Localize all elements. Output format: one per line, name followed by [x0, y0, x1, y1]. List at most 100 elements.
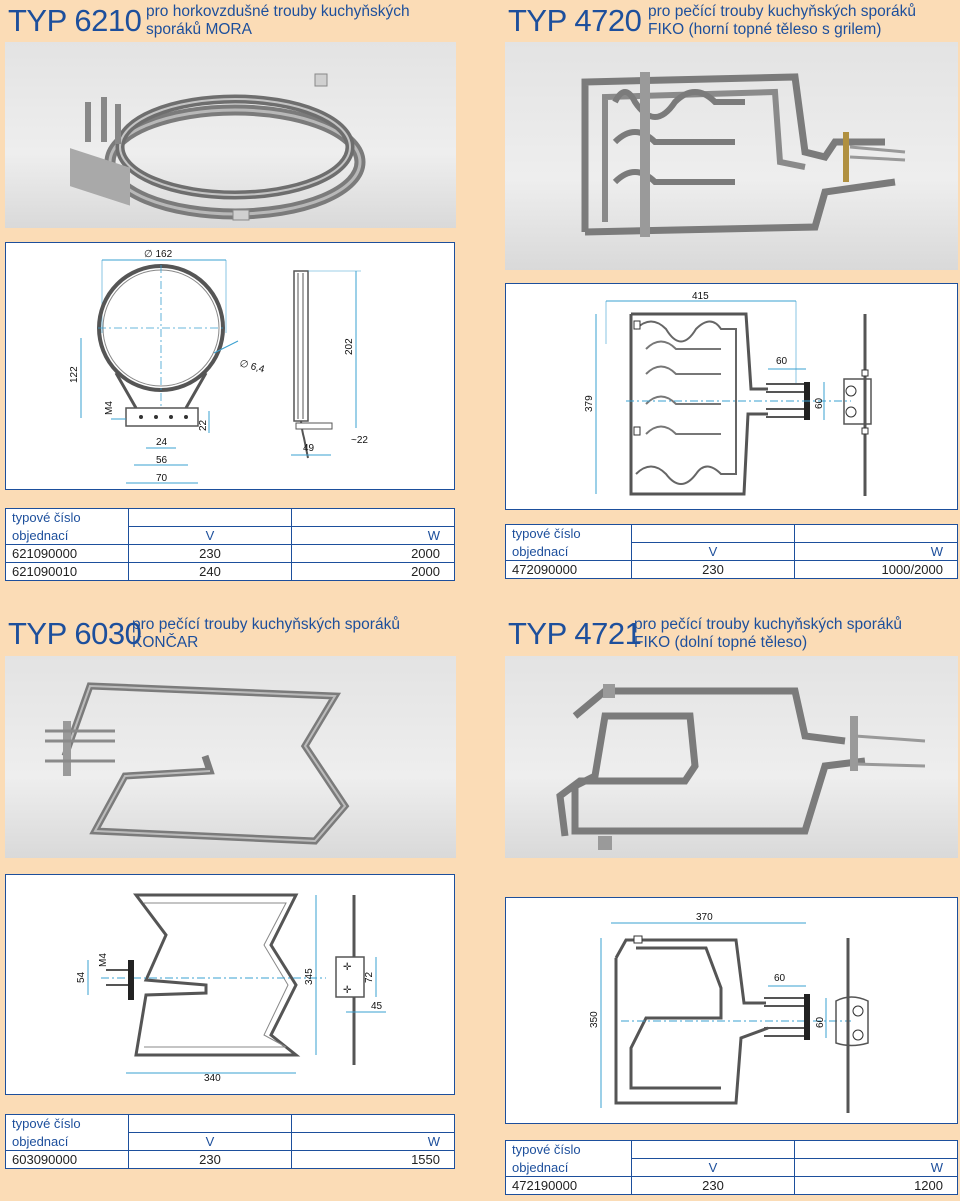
type-description-line1: pro pečící trouby kuchyňských sporáků [132, 616, 400, 633]
dim-thread-m4: M4 [104, 401, 115, 415]
dim-width-56: 56 [156, 455, 168, 466]
technical-drawing-4720: 415 379 60 60 [505, 283, 958, 510]
cell-code: 621090000 [5, 544, 129, 563]
dim-height-72: 72 [364, 971, 375, 983]
cell-watts: 1550 [291, 1150, 455, 1169]
spec-table-6210: typové číslo objednací V W 621090000 230… [5, 508, 455, 581]
empty-cell [128, 1114, 292, 1133]
type-description-line2: FIKO (horní topné těleso s grilem) [648, 21, 882, 38]
empty-cell [631, 524, 795, 543]
column-header-volts: V [631, 1158, 795, 1177]
column-header-order: objednací [5, 1132, 129, 1151]
column-header-code: typové číslo [505, 524, 632, 543]
table-header-row: objednací V W [5, 1132, 455, 1151]
cell-watts: 1200 [794, 1176, 958, 1195]
empty-cell [291, 1114, 455, 1133]
dim-width-60: 60 [774, 973, 786, 984]
dim-diameter-162: ∅ 162 [144, 249, 173, 260]
type-code: TYP 6210 [8, 3, 142, 38]
product-photo-6210 [5, 42, 456, 228]
empty-cell [794, 1140, 958, 1159]
dim-width-415: 415 [692, 291, 709, 302]
column-header-order: objednací [505, 542, 632, 561]
technical-drawing-6030: 54 M4 345 340 ✛ ✛ 72 45 [5, 874, 455, 1095]
column-header-code: typové číslo [5, 508, 129, 527]
header-4720: TYP 4720 pro pečící trouby kuchyňských s… [508, 3, 958, 41]
cell-volts: 230 [128, 544, 292, 563]
dim-width-22-approx: ~22 [351, 435, 368, 446]
header-6210: TYP 6210 pro horkovzdušné trouby kuchyňs… [8, 3, 458, 41]
cell-volts: 230 [128, 1150, 292, 1169]
cell-watts: 1000/2000 [794, 560, 958, 579]
cell-volts: 230 [631, 1176, 795, 1195]
table-header-row: typové číslo [505, 524, 958, 543]
column-header-code: typové číslo [505, 1140, 632, 1159]
dim-width-24: 24 [156, 437, 168, 448]
column-header-code: typové číslo [5, 1114, 129, 1133]
column-header-watts: W [794, 542, 958, 561]
empty-cell [631, 1140, 795, 1159]
column-header-order: objednací [505, 1158, 632, 1177]
type-description-line1: pro pečící trouby kuchyňských sporáků [648, 3, 916, 20]
cell-watts: 2000 [291, 562, 455, 581]
cell-code: 472090000 [505, 560, 632, 579]
dim-height-379: 379 [584, 395, 595, 412]
header-6030: TYP 6030 pro pečící trouby kuchyňských s… [8, 616, 458, 654]
type-description-line1: pro pečící trouby kuchyňských sporáků [634, 616, 902, 633]
dim-width-45: 45 [371, 1001, 383, 1012]
type-description-line2: KONČAR [132, 634, 199, 651]
dim-height-350: 350 [589, 1011, 600, 1028]
cell-code: 621090010 [5, 562, 129, 581]
dim-width-49: 49 [303, 443, 315, 454]
dim-height-60: 60 [815, 1016, 826, 1028]
product-photo-4720 [505, 42, 958, 270]
empty-cell [794, 524, 958, 543]
dim-width-70: 70 [156, 473, 168, 484]
dim-height-54: 54 [76, 971, 87, 983]
dim-width-340: 340 [204, 1073, 221, 1084]
table-row: 603090000 230 1550 [5, 1150, 455, 1169]
table-header-row: typové číslo [505, 1140, 958, 1159]
column-header-volts: V [128, 1132, 292, 1151]
type-description-line2: FIKO (dolní topné těleso) [634, 634, 808, 651]
header-4721: TYP 4721 pro pečící trouby kuchyňských s… [508, 616, 958, 654]
empty-cell [128, 508, 292, 527]
type-description-line2: sporáků MORA [146, 21, 252, 38]
cell-volts: 230 [631, 560, 795, 579]
product-photo-6030 [5, 656, 456, 858]
type-code: TYP 4720 [508, 3, 642, 38]
table-row: 621090010 240 2000 [5, 562, 455, 581]
table-header-row: objednací V W [505, 542, 958, 561]
dim-thread-m4: M4 [98, 953, 109, 967]
type-description-line1: pro horkovzdušné trouby kuchyňských [146, 3, 410, 20]
column-header-watts: W [291, 1132, 455, 1151]
table-header-row: objednací V W [505, 1158, 958, 1177]
spec-table-4721: typové číslo objednací V W 472190000 230… [505, 1140, 958, 1195]
svg-text:✛: ✛ [343, 985, 352, 996]
column-header-order: objednací [5, 526, 129, 545]
dim-height-345: 345 [304, 968, 315, 985]
cell-code: 603090000 [5, 1150, 129, 1169]
cell-volts: 240 [128, 562, 292, 581]
table-header-row: typové číslo [5, 508, 455, 527]
dim-height-22: 22 [198, 419, 209, 431]
type-code: TYP 6030 [8, 616, 142, 651]
dim-width-60: 60 [776, 356, 788, 367]
column-header-watts: W [291, 526, 455, 545]
cell-code: 472190000 [505, 1176, 632, 1195]
technical-drawing-4721: 370 350 60 60 [505, 897, 958, 1124]
dim-height-60: 60 [814, 397, 825, 409]
technical-drawing-6210: ∅ 162 ∅ 6,4 122 M4 22 24 56 70 [5, 242, 455, 490]
dim-diameter-6-4: ∅ 6,4 [238, 358, 266, 375]
table-row: 472090000 230 1000/2000 [505, 560, 958, 579]
table-header-row: typové číslo [5, 1114, 455, 1133]
spec-table-4720: typové číslo objednací V W 472090000 230… [505, 524, 958, 579]
empty-cell [291, 508, 455, 527]
column-header-watts: W [794, 1158, 958, 1177]
dim-height-202: 202 [344, 338, 355, 355]
dim-height-122: 122 [69, 366, 80, 383]
dim-width-370: 370 [696, 912, 713, 923]
spec-table-6030: typové číslo objednací V W 603090000 230… [5, 1114, 455, 1169]
table-row: 621090000 230 2000 [5, 544, 455, 563]
cell-watts: 2000 [291, 544, 455, 563]
